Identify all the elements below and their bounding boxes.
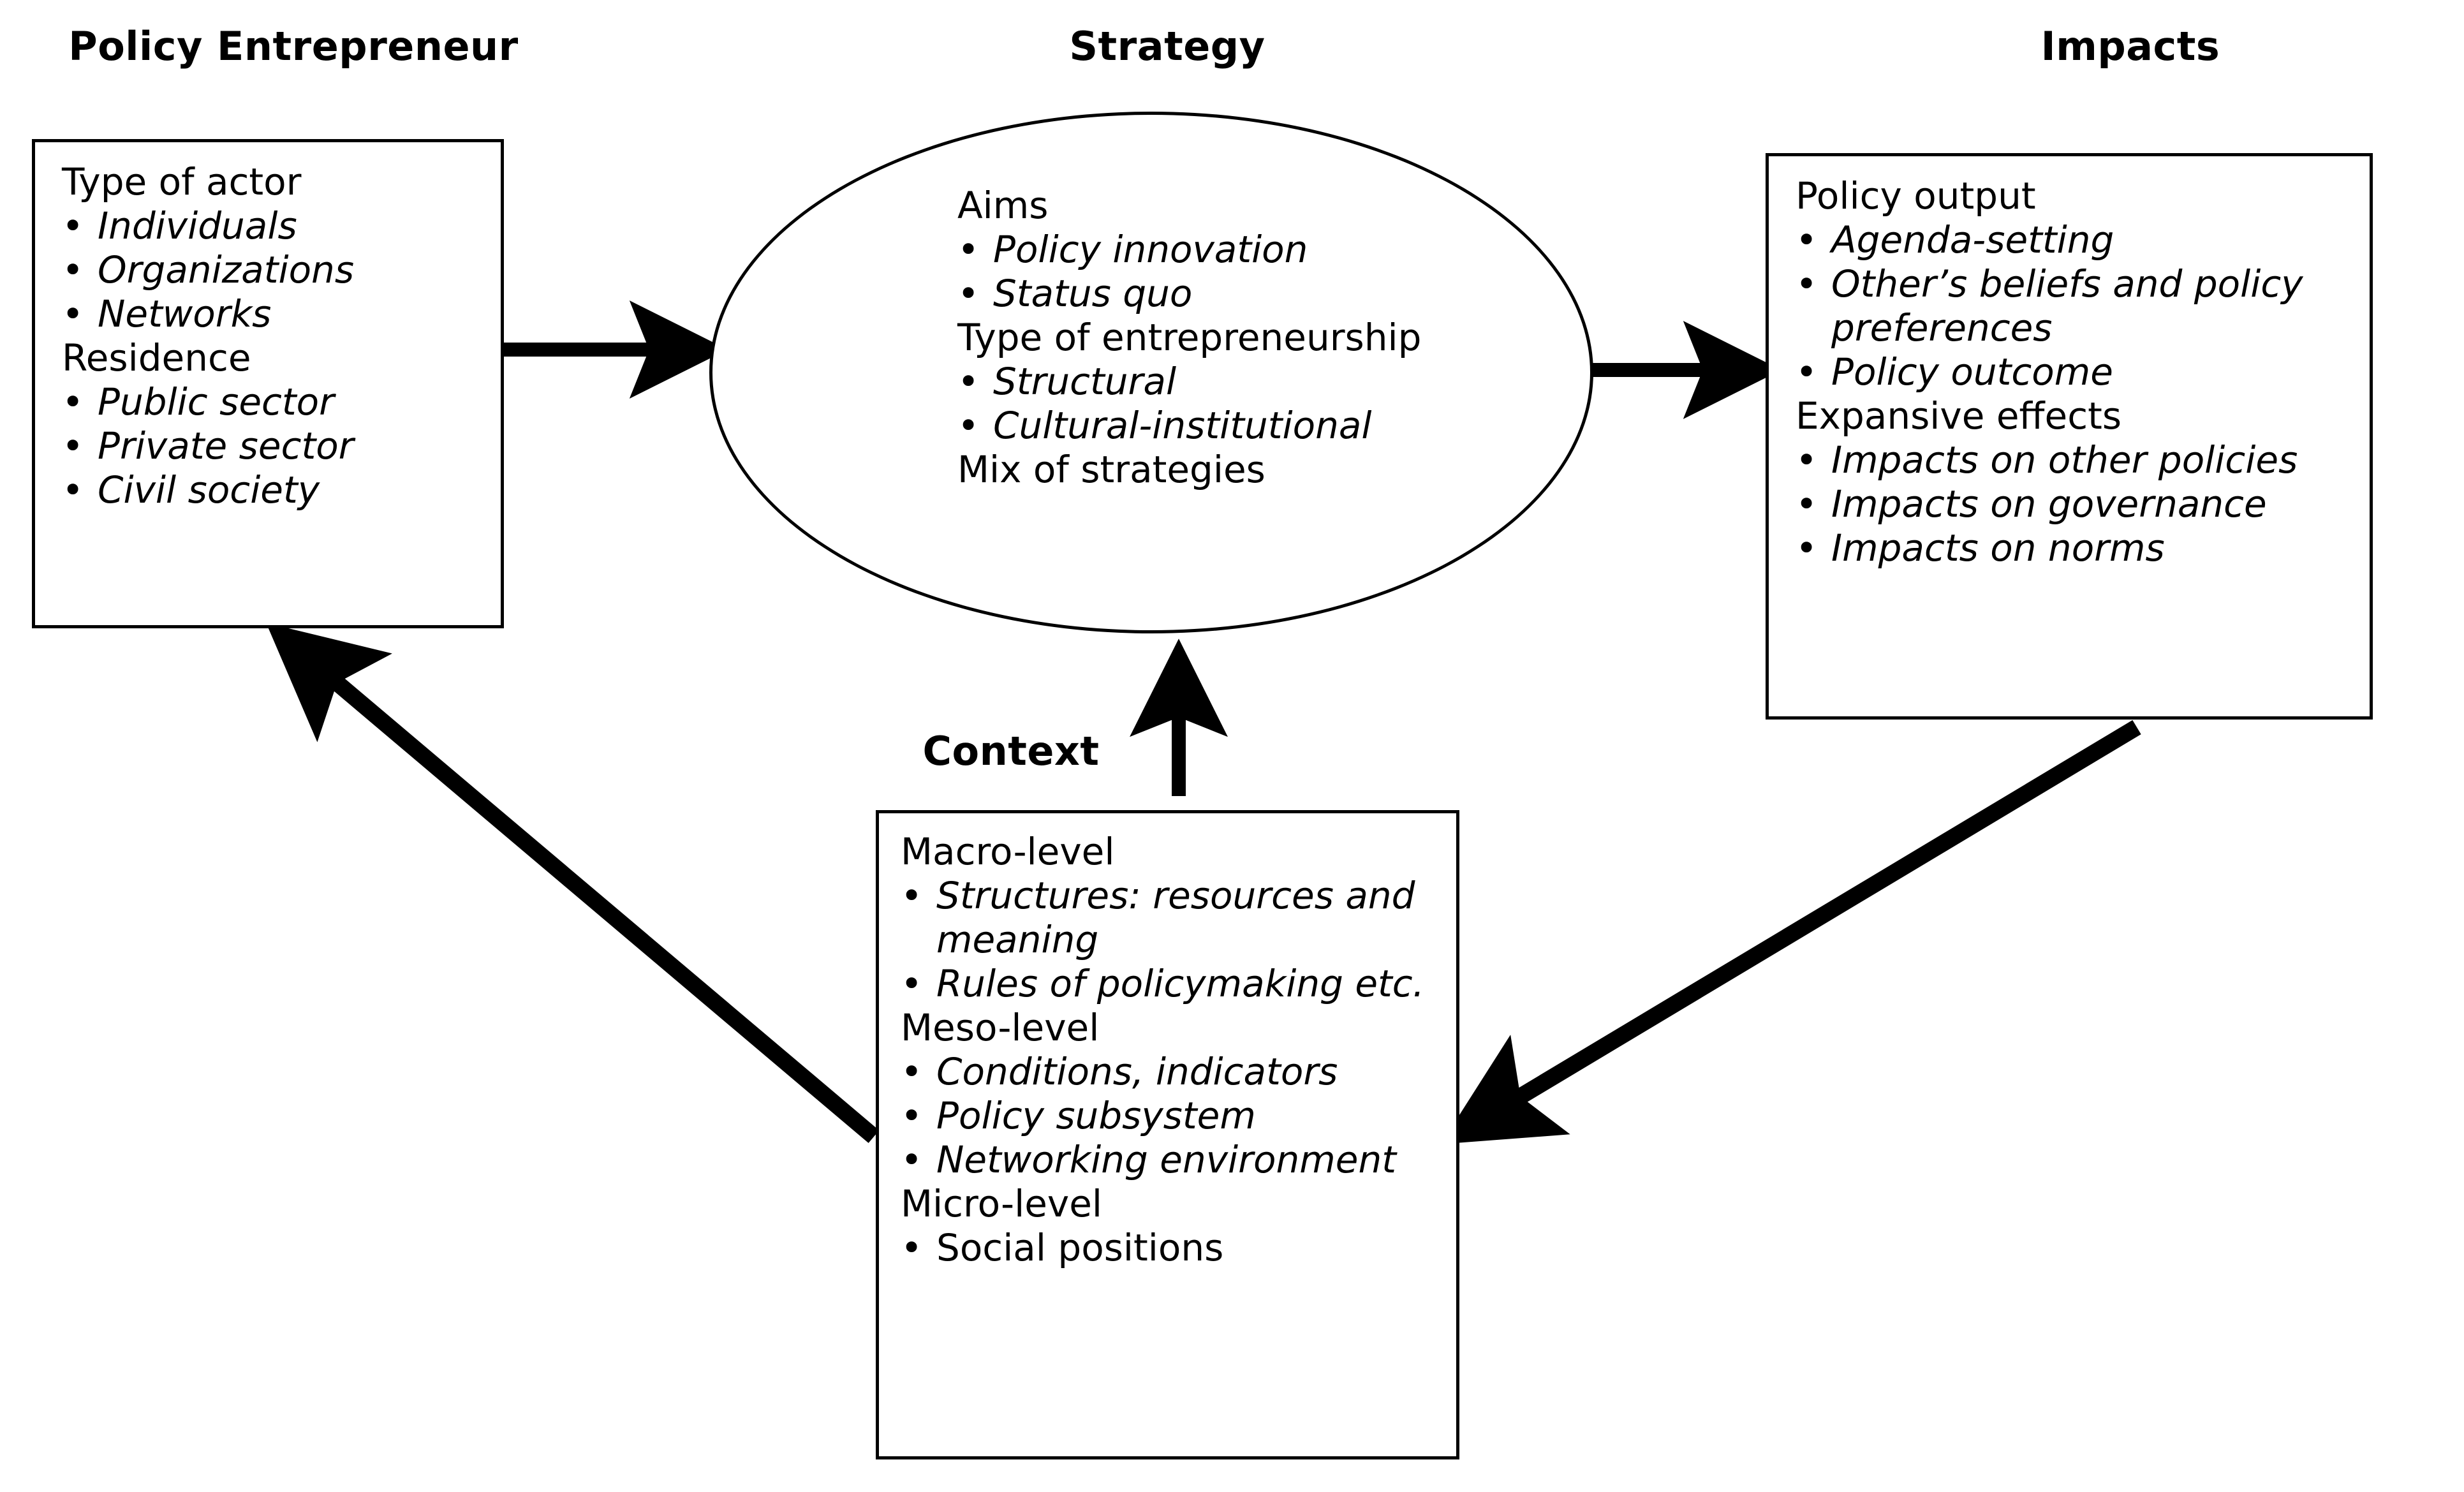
bullet-icon: • xyxy=(1796,526,1818,570)
list-item-label: Structural xyxy=(993,360,1177,404)
bullet-icon: • xyxy=(1796,482,1818,526)
group-header-expansive-effects: Expansive effects xyxy=(1796,394,2122,438)
bullet-icon: • xyxy=(62,292,84,336)
list-item: • Private sector xyxy=(62,424,489,468)
group-header-mix-of-strategies: Mix of strategies xyxy=(957,448,1265,492)
arrow-context-to-policy-entrepreneur xyxy=(266,623,880,1143)
group-header-policy-output: Policy output xyxy=(1796,174,2036,218)
bullet-icon: • xyxy=(1796,262,1818,306)
list-item-label: Status quo xyxy=(993,272,1193,316)
list-item-label: Organizations xyxy=(98,248,355,292)
list-item-label: Other’s beliefs and policy preferences xyxy=(1831,262,2303,350)
node-strategy[interactable]: Aims • Policy innovation • Status quo Ty… xyxy=(709,112,1593,633)
list-item-label: Networking environment xyxy=(936,1138,1396,1182)
list-item-label: Rules of policymaking etc. xyxy=(936,962,1425,1006)
list-item-label: Impacts on governance xyxy=(1831,482,2267,526)
list-item: • Social positions xyxy=(901,1226,1453,1270)
list-item: • Civil society xyxy=(62,468,489,512)
bullet-icon: • xyxy=(1796,438,1818,482)
list-item: • Policy outcome xyxy=(1796,350,2357,394)
bullet-icon: • xyxy=(901,1050,923,1094)
list-item-label: Networks xyxy=(98,292,272,336)
list-item-label: Private sector xyxy=(98,424,354,468)
node-policy-entrepreneur[interactable]: Type of actor • Individuals • Organizati… xyxy=(32,139,504,628)
list-item: • Other’s beliefs and policy preferences xyxy=(1796,262,2357,350)
group-header-aims: Aims xyxy=(957,184,1049,227)
list-item-label: Policy innovation xyxy=(993,228,1308,272)
list-item: • Conditions, indicators xyxy=(901,1050,1453,1094)
list-item-label: Structures: resources and meaning xyxy=(936,874,1415,962)
bullet-icon: • xyxy=(901,1138,923,1182)
list-item-label: Impacts on other policies xyxy=(1831,438,2298,482)
bullet-icon: • xyxy=(957,404,980,448)
list-item-label: Agenda-setting xyxy=(1831,218,2114,262)
title-policy-entrepreneur: Policy Entrepreneur xyxy=(68,23,519,70)
bullet-icon: • xyxy=(901,1226,923,1270)
bullet-icon: • xyxy=(62,380,84,424)
list-item-label: Cultural-institutional xyxy=(993,404,1372,448)
list-item: • Impacts on other policies xyxy=(1796,438,2357,482)
list-item: • Organizations xyxy=(62,248,489,292)
list-item: • Structures: resources and meaning xyxy=(901,874,1453,962)
list-item-label: Conditions, indicators xyxy=(936,1050,1338,1094)
list-item: • Public sector xyxy=(62,380,489,424)
bullet-icon: • xyxy=(901,874,923,918)
list-item: • Cultural-institutional xyxy=(957,404,1531,448)
bullet-icon: • xyxy=(62,248,84,292)
list-item: • Impacts on norms xyxy=(1796,526,2357,570)
title-context: Context xyxy=(922,728,1100,774)
bullet-icon: • xyxy=(62,468,84,512)
list-item-label: Impacts on norms xyxy=(1831,526,2165,570)
list-item: • Policy innovation xyxy=(957,228,1531,272)
list-item: • Rules of policymaking etc. xyxy=(901,962,1453,1006)
group-header-meso-level: Meso-level xyxy=(901,1006,1100,1050)
bullet-icon: • xyxy=(901,1094,923,1138)
group-header-micro-level: Micro-level xyxy=(901,1182,1103,1226)
list-item-label: Civil society xyxy=(98,468,320,512)
bullet-icon: • xyxy=(1796,218,1818,262)
list-item-label: Policy subsystem xyxy=(936,1094,1256,1138)
list-item: • Networking environment xyxy=(901,1138,1453,1182)
bullet-icon: • xyxy=(957,228,980,272)
list-item: • Agenda-setting xyxy=(1796,218,2357,262)
node-impacts[interactable]: Policy output • Agenda-setting • Other’s… xyxy=(1766,153,2373,720)
arrow-impacts-to-context xyxy=(1440,720,2141,1144)
list-item: • Networks xyxy=(62,292,489,336)
list-item-label: Social positions xyxy=(936,1226,1224,1270)
list-item: • Impacts on governance xyxy=(1796,482,2357,526)
group-header-residence: Residence xyxy=(62,336,251,380)
list-item-label: Individuals xyxy=(98,204,297,248)
node-context[interactable]: Macro-level • Structures: resources and … xyxy=(876,810,1459,1459)
list-item: • Status quo xyxy=(957,272,1531,316)
bullet-icon: • xyxy=(901,962,923,1006)
bullet-icon: • xyxy=(1796,350,1818,394)
bullet-icon: • xyxy=(62,204,84,248)
list-item-label: Public sector xyxy=(98,380,334,424)
title-strategy: Strategy xyxy=(1069,23,1265,70)
title-impacts: Impacts xyxy=(2040,23,2220,70)
group-header-macro-level: Macro-level xyxy=(901,830,1115,873)
list-item: • Individuals xyxy=(62,204,489,248)
list-item: • Structural xyxy=(957,360,1531,404)
bullet-icon: • xyxy=(62,424,84,468)
list-item: • Policy subsystem xyxy=(901,1094,1453,1138)
group-header-type-of-actor: Type of actor xyxy=(62,160,302,203)
bullet-icon: • xyxy=(957,360,980,404)
bullet-icon: • xyxy=(957,272,980,316)
group-header-type-of-entrepreneurship: Type of entrepreneurship xyxy=(957,316,1422,360)
list-item-label: Policy outcome xyxy=(1831,350,2113,394)
